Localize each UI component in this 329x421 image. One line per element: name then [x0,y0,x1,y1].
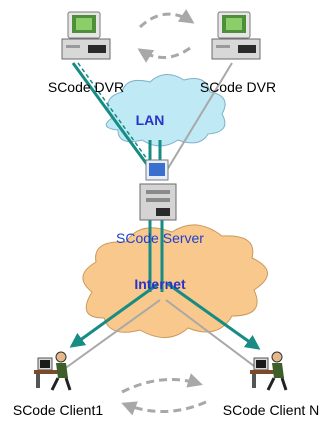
dvr-left-label: SCode DVR [48,79,124,95]
server-internet-links [148,215,164,292]
server-tower-icon [139,159,177,221]
client-links [59,282,263,373]
desktop-computer-icon [211,11,261,60]
client-left-label: SCode Client1 [13,402,103,418]
client-right-label: SCode Client N [223,402,320,418]
client-sync-arrows [121,373,207,416]
dvr-right-label: SCode DVR [200,79,276,95]
person-at-computer-icon [250,351,288,391]
server-label: SCode Server [116,230,204,246]
desktop-computer-icon [61,11,111,60]
dvr-server-links [71,62,233,172]
internet-label: Internet [134,276,186,292]
dvr-sync-arrows [137,9,195,63]
lan-label: LAN [136,112,165,128]
person-at-computer-icon [34,351,72,391]
internet-cloud [82,224,268,338]
